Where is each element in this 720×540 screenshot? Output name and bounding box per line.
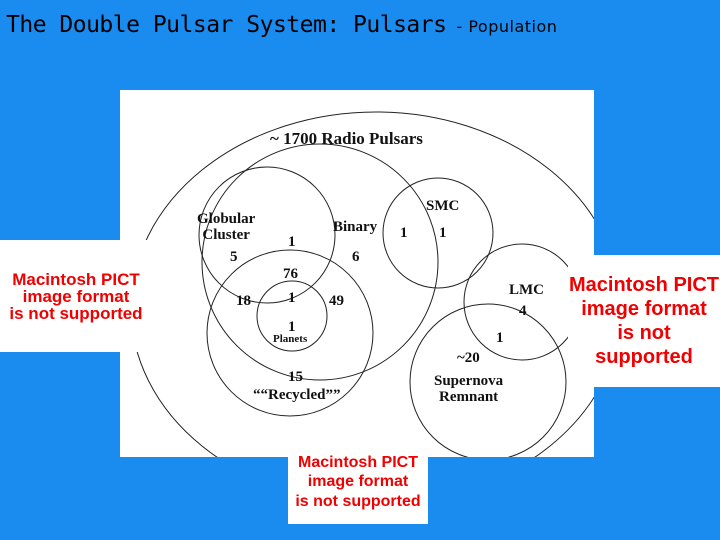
- recycled-count: 15: [288, 369, 303, 385]
- lmc-circle: [463, 243, 581, 361]
- pict-bottom-line2: image format: [307, 473, 409, 491]
- smc-binary-count: 1: [400, 225, 408, 241]
- lmc-count: 4: [519, 303, 527, 319]
- venn-diagram: ~ 1700 Radio Pulsars Globular Cluster 5 …: [120, 90, 594, 457]
- slide-title-main: The Double Pulsar System: Pulsars: [6, 12, 447, 38]
- pict-right-line3: is not supported: [595, 322, 693, 368]
- recycled-label: ““Recycled””: [253, 387, 341, 403]
- pict-right-line2: image format: [581, 298, 707, 320]
- binary-label: Binary: [333, 219, 378, 235]
- supernova-label: Supernova Remnant: [434, 373, 504, 406]
- supernova-label-line1: Supernova: [434, 373, 504, 389]
- globular-label: Globular Cluster: [197, 211, 256, 244]
- planets-label: Planets: [273, 333, 308, 345]
- pict-left-line1: Macintosh PICT: [12, 269, 140, 289]
- smc-label: SMC: [426, 198, 460, 214]
- pict-right-line1: Macintosh PICT: [568, 274, 719, 296]
- globular-binary-recycled-planets-count: 1: [288, 290, 296, 306]
- pict-left-line3: is not supported: [9, 303, 143, 323]
- globular-binary-count: 1: [288, 234, 296, 250]
- slide-title: The Double Pulsar System: Pulsars - Popul…: [6, 12, 557, 38]
- globular-recycled-count: 18: [236, 293, 251, 309]
- pict-left-line2: image format: [22, 286, 130, 306]
- pict-bottom-line1: Macintosh PICT: [297, 454, 418, 472]
- recycled-circle: [206, 249, 374, 417]
- binary-count: 6: [352, 249, 360, 265]
- planets-count: 1: [288, 319, 296, 335]
- globular-circle: [198, 166, 336, 304]
- globular-label-line2: Cluster: [202, 226, 250, 243]
- pict-placeholder-right: Macintosh PICT image format is not suppo…: [568, 255, 720, 387]
- lmc-label: LMC: [509, 282, 544, 298]
- binary-recycled-count: 49: [329, 293, 344, 309]
- pict-bottom-line3: is not supported: [295, 492, 421, 510]
- smc-circle: [382, 177, 494, 289]
- outer-label: ~ 1700 Radio Pulsars: [270, 129, 423, 148]
- pict-placeholder-left: Macintosh PICT image format is not suppo…: [0, 240, 152, 352]
- planets-circle: [256, 280, 328, 352]
- smc-count: 1: [439, 225, 447, 241]
- globular-binary-recycled-count: 76: [283, 266, 298, 282]
- globular-count: 5: [230, 249, 238, 265]
- pict-placeholder-bottom: Macintosh PICT image format is not suppo…: [288, 440, 428, 524]
- supernova-count: ~20: [457, 350, 480, 366]
- supernova-circle: [409, 303, 567, 457]
- binary-circle: [201, 143, 439, 381]
- globular-label-line1: Globular: [197, 211, 256, 227]
- supernova-label-line2: Remnant: [439, 388, 499, 405]
- lmc-supernova-count: 1: [496, 330, 504, 346]
- slide-subtitle: - Population: [456, 17, 558, 36]
